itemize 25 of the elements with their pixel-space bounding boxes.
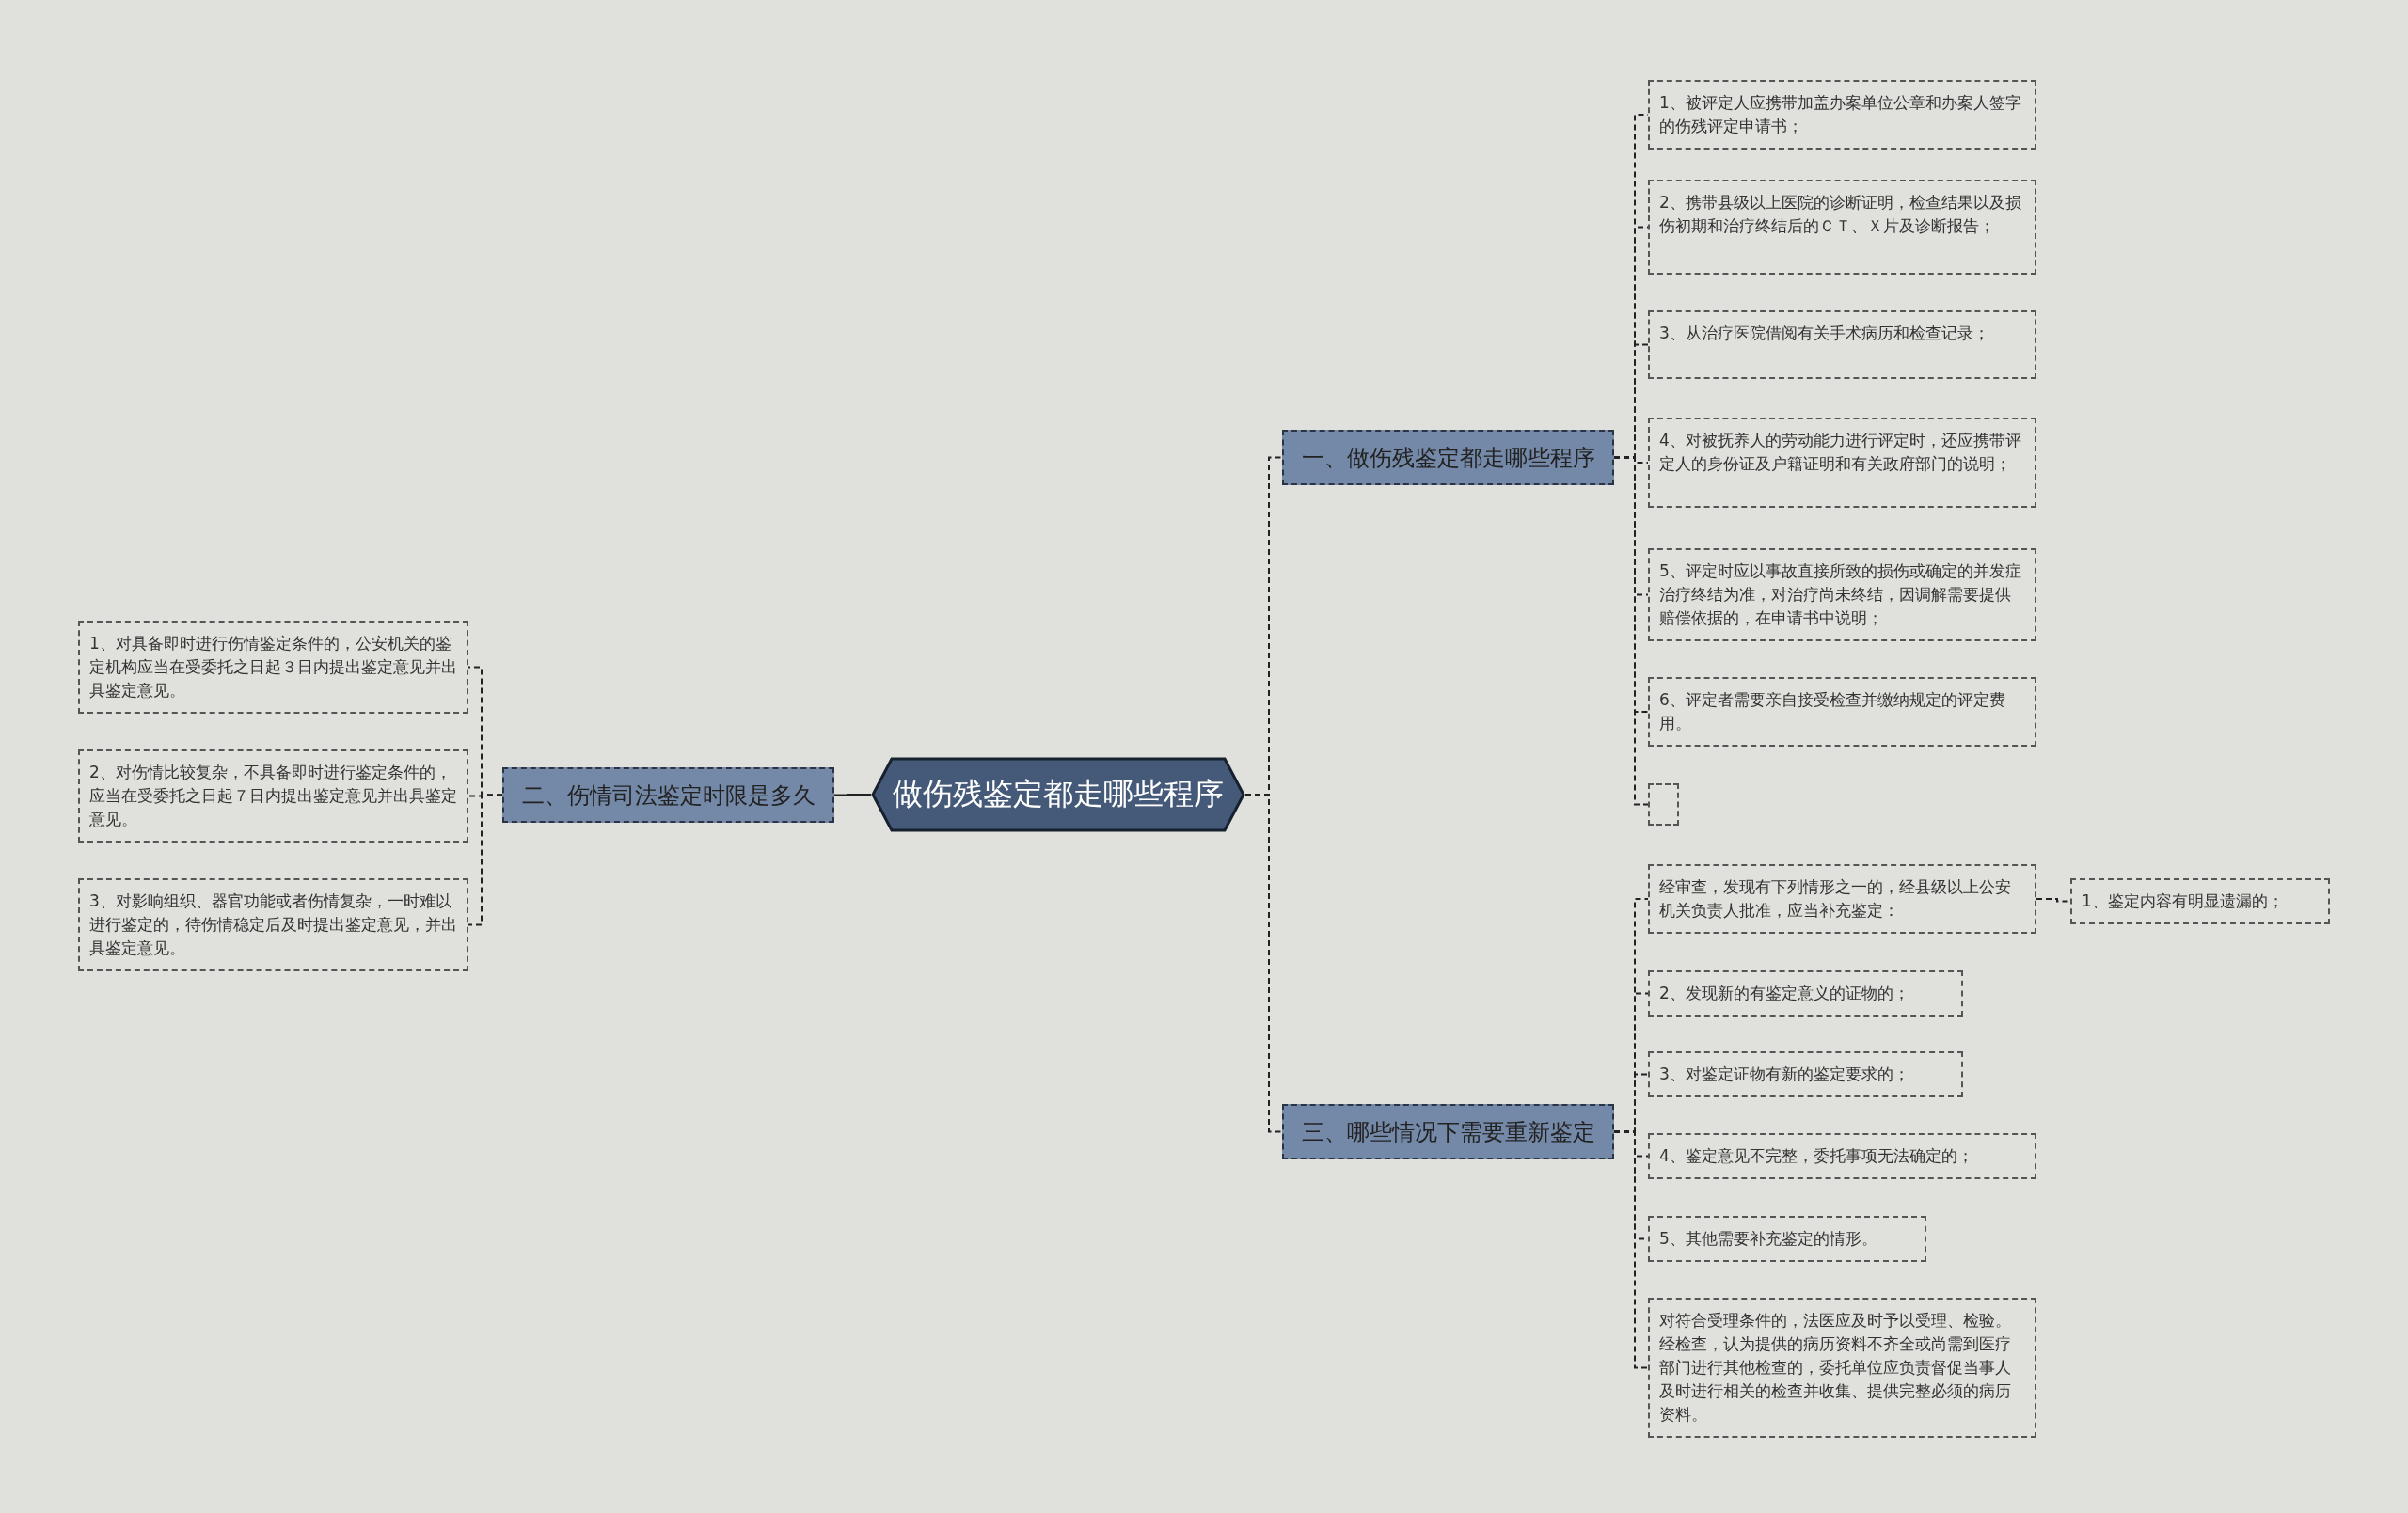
central-topic: 做伤残鉴定都走哪些程序 [871, 757, 1245, 832]
topic-box: 一、做伤残鉴定都走哪些程序 [1282, 430, 1614, 485]
note-box: 经审查，发现有下列情形之一的，经县级以上公安机关负责人批准，应当补充鉴定： [1648, 864, 2036, 934]
note-box: 4、对被抚养人的劳动能力进行评定时，还应携带评定人的身份证及户籍证明和有关政府部门的说明； [1648, 418, 2036, 508]
connector [2036, 898, 2071, 903]
note-box: 4、鉴定意见不完整，委托事项无法确定的； [1648, 1133, 2036, 1179]
note-box: 3、对影响组织、器官功能或者伤情复杂，一时难以进行鉴定的，待伤情稳定后及时提出鉴定意见，并出具鉴定意见。 [78, 878, 468, 971]
connector [1613, 1130, 1649, 1369]
note-box: 3、对鉴定证物有新的鉴定要求的； [1648, 1051, 1963, 1097]
empty-box [1648, 783, 1679, 826]
topic-box: 二、伤情司法鉴定时限是多久 [502, 767, 834, 823]
topic-box: 三、哪些情况下需要重新鉴定 [1282, 1104, 1614, 1159]
note-box: 2、携带县级以上医院的诊断证明，检查结果以及损伤初期和治疗终结后的ＣＴ、Ｘ片及诊断报告； [1648, 180, 2036, 275]
note-box: 3、从治疗医院借阅有关手术病历和检查记录； [1648, 310, 2036, 379]
connector [467, 794, 503, 926]
note-box: 5、评定时应以事故直接所致的损伤或确定的并发症治疗终结为准，对治疗尚未终结，因调解需要提供赔偿依据的，在申请书中说明； [1648, 548, 2036, 641]
note-box: 1、对具备即时进行伤情鉴定条件的，公安机关的鉴定机构应当在受委托之日起３日内提出鉴定意见并出具鉴定意见。 [78, 621, 468, 714]
note-box: 5、其他需要补充鉴定的情形。 [1648, 1216, 1926, 1262]
note-box: 2、对伤情比较复杂，不具备即时进行鉴定条件的，应当在受委托之日起７日内提出鉴定意见并出具鉴定意见。 [78, 749, 468, 843]
note-box: 2、发现新的有鉴定意义的证物的； [1648, 970, 1963, 1017]
connector [833, 794, 872, 796]
note-box: 6、评定者需要亲自接受检查并缴纳规定的评定费用。 [1648, 677, 2036, 747]
note-box: 1、鉴定内容有明显遗漏的； [2070, 878, 2330, 924]
note-box: 1、被评定人应携带加盖办案单位公章和办案人签字的伤残评定申请书； [1648, 80, 2036, 150]
note-box: 对符合受理条件的，法医应及时予以受理、检验。经检查，认为提供的病历资料不齐全或尚需到医疗部门进行其他检查的，委托单位应负责督促当事人及时进行相关的检查并收集、提供完整必须的病历资料。 [1648, 1298, 2036, 1438]
